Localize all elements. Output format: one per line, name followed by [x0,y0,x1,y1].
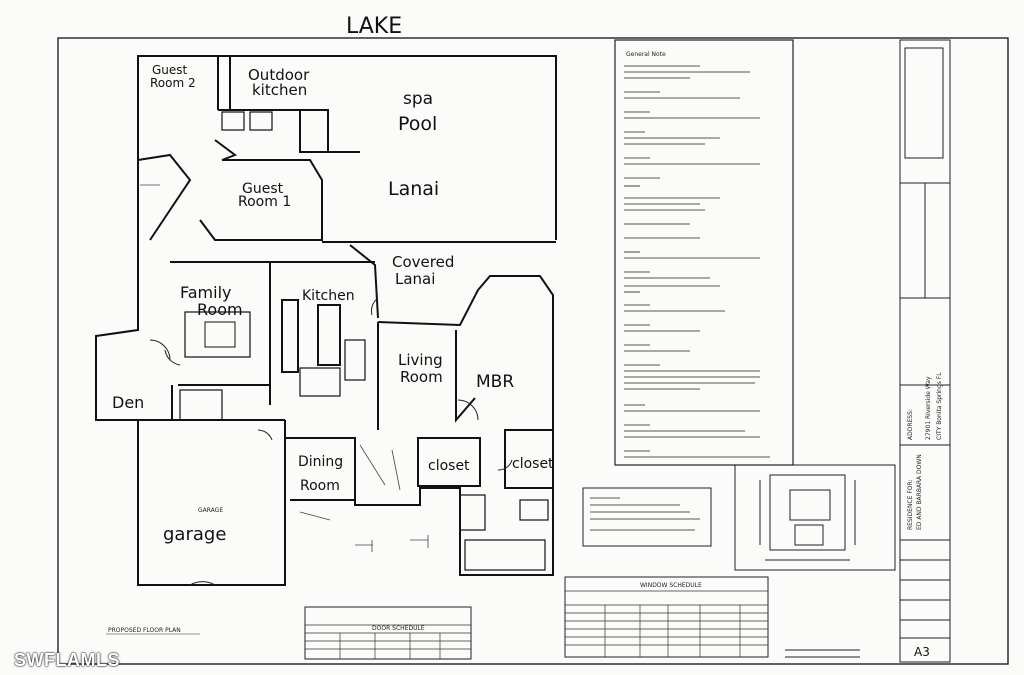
guest-room-2-label-l1: Guest [152,63,188,77]
address-line: 27901 Riverside Way [925,376,932,440]
kitchen-label: Kitchen [302,288,355,304]
title-block [785,39,951,663]
guest-room-2-label-l2: Room 2 [150,76,196,90]
spa-label: spa [403,89,433,109]
living-room-label-l1: Living [398,351,443,369]
garage-tag: GARAGE [198,507,223,514]
family-room-label-l1: Family [180,283,231,302]
door-schedule-title: DOOR SCHEDULE [372,625,425,632]
door-swings [149,297,513,586]
family-room-label-l2: Room [197,300,243,319]
window-schedule [564,576,769,658]
outdoor-kitchen-label-l1: Outdoor [248,66,310,84]
notes-box-small [582,487,712,547]
guest-room-1-label-l1: Guest [242,181,284,197]
room-labels: Guest Room 2 Outdoor kitchen spa Pool Gu… [112,63,554,545]
notes-heading: General Note [626,51,666,58]
residence-for-label: RESIDENCE FOR: [907,479,914,530]
dining-room-label-l2: Room [300,478,340,494]
outdoor-kitchen-label-l2: kitchen [252,81,307,99]
mls-watermark: SWFLAMLS [14,650,120,670]
closet-left-label: closet [428,458,470,474]
lake-label: LAKE [346,14,402,39]
dining-room-label-l1: Dining [298,454,343,470]
general-notes-panel [614,39,794,466]
covered-lanai-label-l1: Covered [392,253,454,271]
lanai-label: Lanai [388,178,439,200]
detail-drawing [759,474,856,561]
guest-room-1-label-l2: Room 1 [238,194,291,210]
plan-caption: PROPOSED FLOOR PLAN [108,627,181,634]
closet-right-label: closet [512,456,554,472]
detail-drawing-box [734,464,896,571]
living-room-label-l2: Room [400,368,443,386]
address-label: ADDRESS: [907,409,914,440]
den-label: Den [112,393,144,412]
covered-lanai-label-l2: Lanai [395,270,435,288]
notes-text-lines [624,65,770,458]
sheet-border [57,37,1009,665]
plan-walls [95,55,557,586]
pool-label: Pool [398,113,437,135]
garage-label: garage [163,524,226,545]
window-schedule-title: WINDOW SCHEDULE [640,582,702,589]
city-line: CITY Bonita Springs FL [936,372,943,440]
sheet-number: A3 [914,645,930,659]
dimension-marks [140,184,429,552]
mbr-label: MBR [476,372,514,392]
owner-name: ED AND BARBARA DOWN [916,454,923,530]
